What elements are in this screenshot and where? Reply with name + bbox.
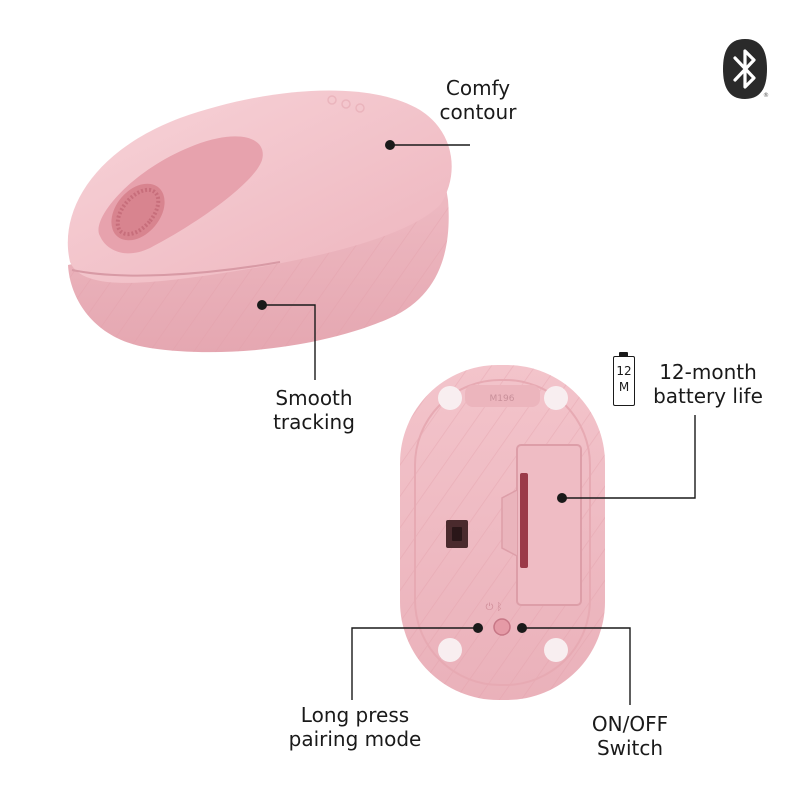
label-comfy-contour: Comfy contour [424, 76, 532, 124]
foot-top-right [544, 386, 568, 410]
label-battery-line2: battery life [653, 384, 763, 408]
callout-dot-onoff [517, 623, 527, 633]
label-comfy-line2: contour [439, 100, 517, 124]
callout-lines [262, 144, 696, 705]
label-pairing-line2: pairing mode [288, 727, 422, 751]
callout-dot-pairing [473, 623, 483, 633]
callout-dot-comfy [385, 140, 395, 150]
power-bt-symbols: ⏻ ᛒ [485, 602, 502, 613]
callout-dots [257, 140, 567, 633]
bluetooth-icon [723, 39, 767, 99]
mouse-bottom-view: M196 ⏻ ᛒ [400, 365, 605, 700]
mouse-underside-inner [414, 379, 591, 686]
label-battery-line1: 12-month [659, 360, 757, 384]
mouse-button-seam [71, 261, 281, 277]
battery-slot [520, 473, 528, 568]
callout-onoff-line [522, 627, 631, 705]
compartment-notch [501, 489, 518, 557]
registered-mark: ® [763, 92, 769, 99]
callout-smooth-line [262, 304, 316, 380]
model-plate [465, 385, 540, 407]
callout-battery-line [562, 415, 696, 499]
callout-pairing-line [351, 627, 478, 700]
callout-dot-smooth [257, 300, 267, 310]
battery-icon-line2: M [618, 380, 630, 394]
foot-top-left [438, 386, 462, 410]
foot-bottom-left [438, 638, 462, 662]
battery-icon-line1: 12 [616, 364, 632, 378]
foot-bottom-right [544, 638, 568, 662]
label-battery-life: 12-month battery life [640, 360, 776, 408]
logo-mark [327, 95, 365, 113]
scroll-wheel [111, 183, 165, 241]
label-smooth-tracking: Smooth tracking [260, 386, 368, 434]
battery-icon: 12 M [613, 352, 635, 406]
label-smooth-line1: Smooth [275, 386, 353, 410]
mouse-top-view [67, 90, 452, 353]
label-pairing-line1: Long press [300, 703, 410, 727]
label-smooth-line2: tracking [273, 410, 355, 434]
pairing-button [493, 618, 511, 636]
callout-dot-battery [557, 493, 567, 503]
label-onoff-line1: ON/OFF [591, 712, 669, 736]
label-onoff-switch: ON/OFF Switch [580, 712, 680, 760]
label-comfy-line1: Comfy [445, 76, 511, 100]
label-onoff-line2: Switch [596, 736, 664, 760]
model-text: M196 [490, 394, 515, 404]
label-pairing-mode: Long press pairing mode [282, 703, 428, 751]
optical-sensor-lens [452, 527, 462, 541]
